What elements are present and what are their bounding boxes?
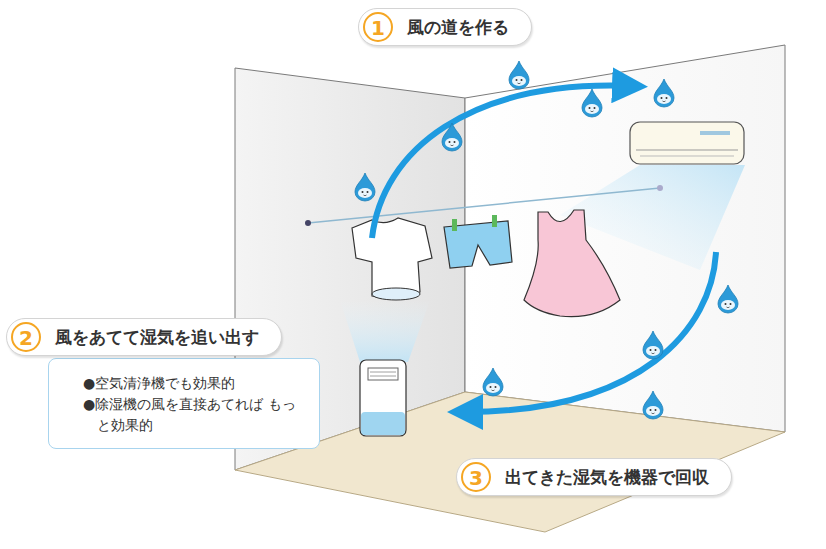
dehumidifier [360, 360, 406, 436]
callout-number: 1 [363, 12, 393, 42]
step-callout: 3 出てきた湿気を機器で回収 [456, 458, 732, 496]
note-box: ●空気清浄機でも効果的●除湿機の風を直接あてれば もっと効果的 [48, 358, 320, 449]
callout-number: 3 [461, 462, 491, 492]
air-conditioner [630, 122, 744, 164]
flow-arrow [465, 252, 716, 412]
step-heading: 風の道を作る [407, 16, 509, 39]
callout-number: 2 [11, 322, 41, 352]
water-drops [355, 61, 738, 419]
bullet-note: ●空気清浄機でも効果的 [83, 373, 305, 394]
step-heading: 出てきた湿気を機器で回収 [505, 466, 709, 489]
tank-top [524, 210, 620, 317]
t-shirt [352, 218, 432, 298]
flow-arrow [372, 86, 630, 238]
step-heading: 風をあてて湿気を追い出す [55, 326, 259, 349]
bullet-note: ●除湿機の風を直接あてれば もっと効果的 [83, 394, 305, 436]
step-callout: 1 風の道を作る [358, 8, 532, 46]
step-callout: 2 風をあてて湿気を追い出す [6, 318, 282, 356]
